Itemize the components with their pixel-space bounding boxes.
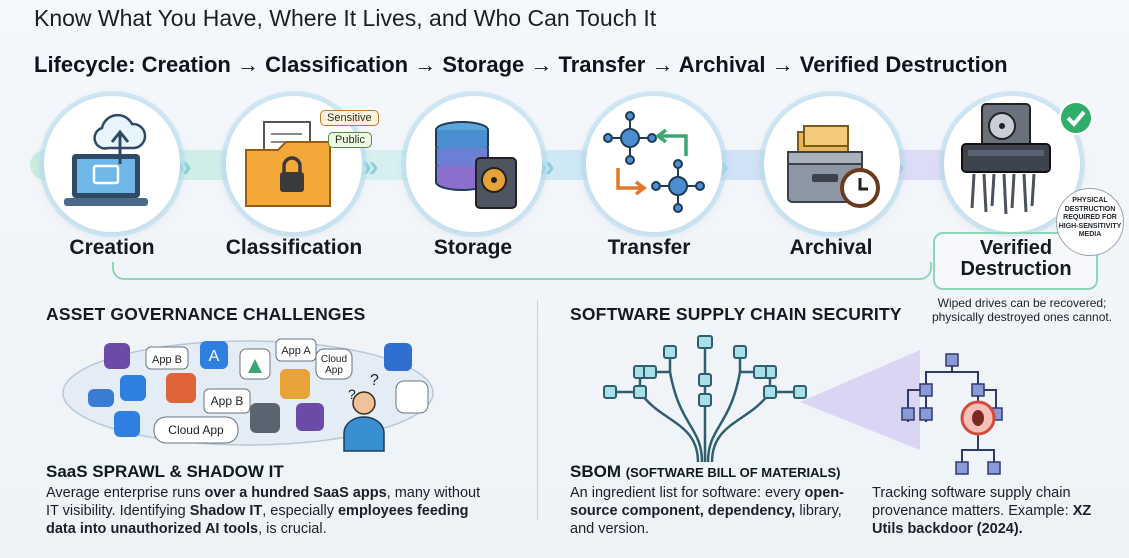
app-tile-icon [104,343,130,369]
lifecycle-return-line [112,262,932,280]
magnifier-beam [800,350,920,450]
page-title: Know What You Have, Where It Lives, and … [34,5,657,31]
flow-chevron-icon: » [362,150,379,183]
section-divider [537,300,538,520]
grid-app-icon [250,403,280,433]
svg-text:Cloud: Cloud [321,354,347,365]
asset-governance-heading: ASSET GOVERNANCE CHALLENGES [46,304,366,324]
svg-text:A: A [209,348,220,365]
office-app-icon [280,369,310,399]
sbom-dependency-tree-icon [603,335,807,462]
hard-drive-shredder-icon [961,103,1051,215]
stage-label-storage: Storage [433,236,513,259]
stage-archival [764,96,900,232]
saas-sprawl-text: Average enterprise runs over a hundred S… [46,485,481,537]
stage-label-transfer: Transfer [607,236,691,259]
stage-creation [44,96,180,232]
app-store-icon [200,341,228,369]
azure-icon [120,375,146,401]
svg-text:?: ? [348,386,356,402]
verified-check-icon [1059,101,1093,135]
public-tag: Public [328,132,372,148]
lifecycle-heading: Lifecycle: Creation → Classification → S… [34,52,1008,77]
network-transfer-icon [603,111,705,213]
flow-chevron-icon: » [538,150,555,183]
svg-text:App A: App A [281,345,311,357]
database-disk-icon [435,121,517,209]
cloud-upload-app-icon [384,343,412,371]
network-app-icon [114,411,140,437]
sensitive-tag: Sensitive [320,110,379,126]
saas-sprawl-heading: SaaS SPRAWL & SHADOW IT [46,462,284,481]
stage-transfer [586,96,722,232]
physical-destruction-badge: PHYSICAL DESTRUCTION REQUIRED FOR HIGH-S… [1056,188,1124,256]
sync-app-icon [166,373,196,403]
stage-storage [406,96,542,232]
compromised-dependency-tree [901,353,1003,475]
confused-user-icon [352,391,376,415]
doc-app-icon [296,403,324,431]
wipe-note: Wiped drives can be recovered;physically… [931,296,1113,324]
supply-chain-heading: SOFTWARE SUPPLY CHAIN SECURITY [570,304,902,324]
stage-label-creation: Creation [69,236,155,259]
sbom-text: An ingredient list for software: every o… [570,485,844,537]
svg-text:Cloud App: Cloud App [168,423,224,437]
svg-text:App B: App B [152,354,182,366]
laptop-cloud-upload-icon [64,113,148,206]
saas-sprawl-illustration: App B A App A Cloud App App B Cloud App … [62,338,434,452]
svg-text:App: App [325,365,343,376]
svg-text:?: ? [370,372,379,389]
stage-label-classification: Classification [225,236,363,259]
onedrive-icon [88,389,114,407]
tracking-text: Tracking software supply chain provenanc… [872,485,1092,537]
sbom-heading: SBOM (SOFTWARE BILL OF MATERIALS) [570,462,841,481]
locked-folder-icon [245,121,331,207]
photo-app-icon [395,380,429,414]
svg-text:App B: App B [211,394,244,408]
stage-label-archival: Archival [789,236,873,259]
archive-drawer-clock-icon [787,125,880,208]
